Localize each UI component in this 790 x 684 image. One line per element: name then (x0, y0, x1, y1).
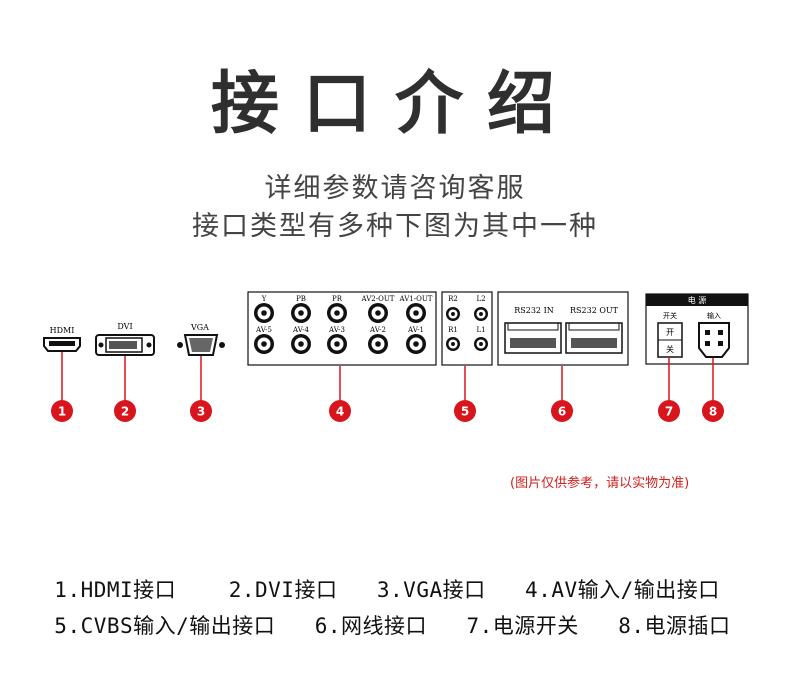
rs232-port-block: RS232 IN RS232 OUT (497, 291, 629, 366)
bnc-connector (368, 334, 388, 354)
dvi-label: DVI (117, 322, 132, 331)
switch-on-mark: 开 (666, 328, 674, 337)
bnc-connector (291, 303, 311, 323)
switch-off-mark: 关 (666, 344, 674, 354)
av-top-label: PB (296, 295, 306, 303)
power-block: 电 源 开关 输入 开 关 (645, 293, 749, 365)
av-port-block: Y AV-5 PB AV-4 PR AV-3 AV2-OUT AV-2 AV1-OUT AV-1 (247, 291, 437, 366)
av-top-label: AV1-OUT (399, 295, 433, 303)
power-socket (698, 322, 730, 358)
subtitle-types: 接口类型有多种下图为其中一种 (192, 211, 598, 242)
subtitle-consult: 详细参数请咨询客服 (264, 173, 526, 204)
number-marker-label: 8 (709, 405, 717, 419)
av-bottom-label: AV-2 (369, 326, 386, 334)
legend-item-cvbs: 5.CVBS输入/输出接口 (54, 614, 276, 638)
av-top-label: PR (332, 295, 343, 303)
switch-label: 开关 (663, 311, 677, 320)
number-marker-label: 7 (665, 405, 673, 419)
audio-bottom-label: L1 (476, 326, 485, 334)
hdmi-label: HDMI (50, 326, 75, 335)
legend-row-2: 5.CVBS输入/输出接口 6.网线接口 7.电源开关 8.电源插口 (28, 586, 731, 640)
rca-jack (446, 337, 460, 351)
legend-item-power-switch: 7.电源开关 (466, 614, 579, 638)
number-marker (329, 400, 351, 422)
number-marker-label: 6 (558, 405, 566, 419)
bnc-connector (254, 334, 274, 354)
number-marker (658, 400, 680, 422)
legend-item-power-socket: 8.电源插口 (618, 614, 731, 638)
legend-item-vga: 3.VGA接口 (376, 578, 486, 602)
legend-item-network: 6.网线接口 (314, 614, 428, 638)
rs232-out-jack (565, 322, 623, 354)
power-switch: 开 关 (657, 322, 683, 358)
bnc-connector (406, 334, 426, 354)
number-marker-label: 2 (121, 405, 129, 419)
number-marker-label: 5 (461, 405, 469, 419)
number-marker (551, 400, 573, 422)
number-marker-label: 3 (197, 405, 205, 419)
av-bottom-label: AV-4 (292, 326, 309, 334)
av-bottom-label: AV-3 (328, 326, 345, 334)
number-marker (454, 400, 476, 422)
number-marker (190, 400, 212, 422)
legend-item-av: 4.AV输入/输出接口 (525, 578, 720, 602)
bnc-connector (254, 303, 274, 323)
rs232-in-jack (504, 322, 562, 354)
bnc-connector (291, 334, 311, 354)
number-marker-label: 4 (336, 405, 344, 419)
vga-label: VGA (190, 323, 209, 332)
legend-item-hdmi: 1.HDMI接口 (54, 578, 177, 602)
hdmi-port: HDMI (43, 326, 81, 352)
bnc-connector (406, 303, 426, 323)
audio-top-label: L2 (476, 295, 485, 303)
av-top-label: AV2-OUT (361, 295, 395, 303)
number-marker-label: 1 (58, 405, 66, 419)
legend-item-dvi: 2.DVI接口 (228, 578, 338, 602)
rca-jack (474, 337, 488, 351)
av-bottom-label: AV-5 (255, 326, 272, 334)
bnc-connector (327, 334, 347, 354)
power-header: 电 源 (688, 295, 707, 305)
number-marker (51, 400, 73, 422)
rca-jack (446, 307, 460, 321)
interface-panel-diagram: HDMI DVI VGA Y AV-5 PB AV-4 PR AV-3 AV2-OUT AV-… (43, 291, 749, 422)
audio-top-label: R2 (448, 295, 458, 303)
reference-note: (图片仅供参考，请以实物为准) (510, 476, 690, 491)
vga-port: VGA (177, 323, 225, 356)
legend-row-1: 1.HDMI接口 2.DVI接口 3.VGA接口 4.AV输入/输出接口 (28, 550, 720, 604)
input-label: 输入 (707, 311, 721, 320)
page-title: 接口介绍 (210, 65, 579, 144)
rs232-out-label: RS232 OUT (570, 306, 619, 315)
av-bottom-label: AV-1 (407, 326, 424, 334)
number-marker (702, 400, 724, 422)
rs232-in-label: RS232 IN (514, 306, 553, 315)
dvi-port: DVI (95, 322, 155, 356)
number-marker (114, 400, 136, 422)
bnc-connector (368, 303, 388, 323)
rca-jack (474, 307, 488, 321)
bnc-connector (327, 303, 347, 323)
av-top-label: Y (261, 295, 267, 303)
audio-bottom-label: R1 (448, 326, 458, 334)
